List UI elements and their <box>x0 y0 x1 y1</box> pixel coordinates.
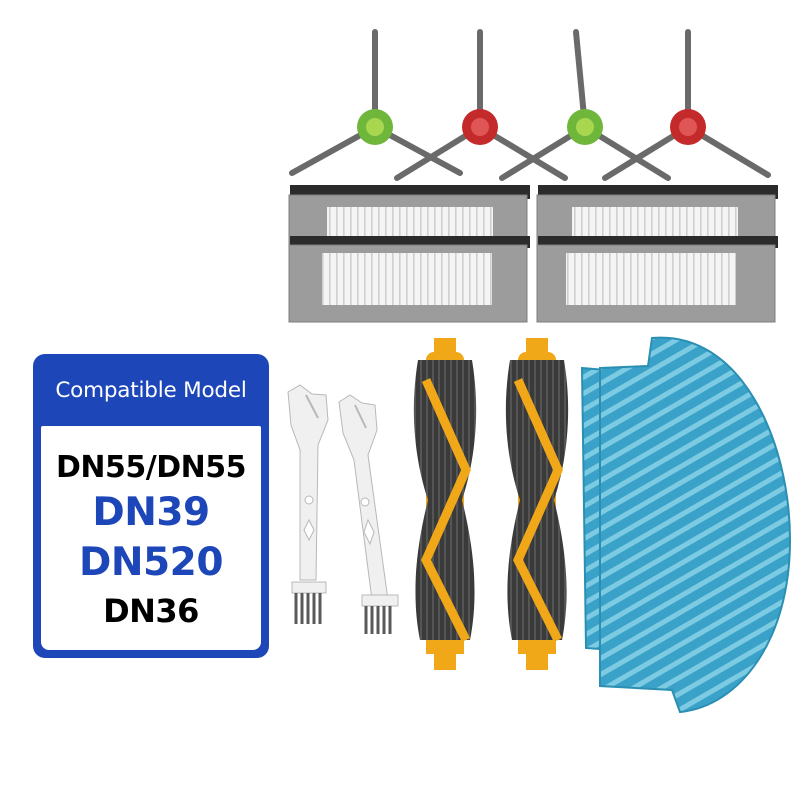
badge-title: Compatible Model <box>55 378 247 403</box>
side-brush-1 <box>289 29 463 176</box>
compatibility-badge: Compatible Model <box>33 354 269 658</box>
main-roller-brush-1 <box>413 338 477 670</box>
side-brush-4 <box>602 29 771 181</box>
main-roller-brush-2 <box>505 338 569 670</box>
badge-panel <box>41 426 261 650</box>
mop-cloth-front <box>599 336 792 714</box>
side-brush-2 <box>394 29 568 181</box>
cleaning-tool-2 <box>338 394 399 634</box>
side-brush-3 <box>499 29 671 181</box>
cleaning-tool-1 <box>287 384 329 624</box>
hepa-filter-2 <box>288 236 530 323</box>
model-name: DN520 <box>79 540 223 585</box>
model-name: DN36 <box>103 592 199 630</box>
model-name: DN39 <box>92 490 210 535</box>
hepa-filter-4 <box>536 236 778 323</box>
model-name: DN55/DN55 <box>56 450 246 485</box>
